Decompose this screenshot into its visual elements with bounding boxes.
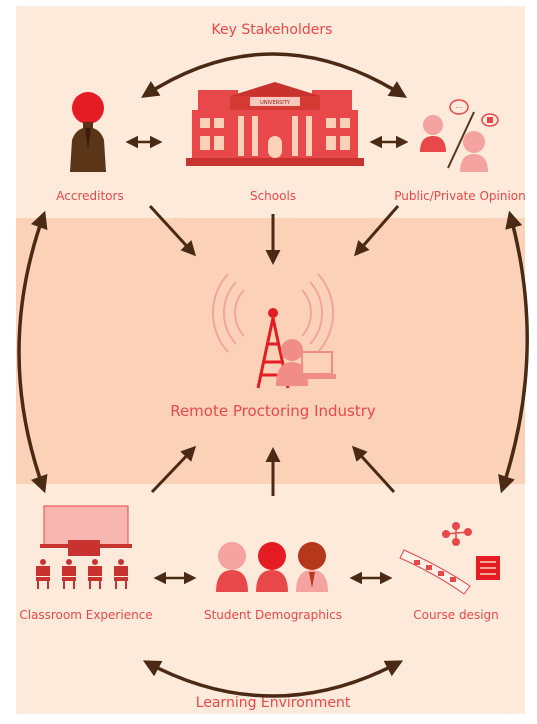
- right-side-arrow: [498, 210, 529, 494]
- remote-proctoring-label: Remote Proctoring Industry: [170, 402, 376, 420]
- university-building-icon: UNIVERSITY: [186, 82, 364, 166]
- demographics-label: Student Demographics: [204, 608, 342, 622]
- industry-band: [16, 218, 525, 484]
- course-design-icon: [399, 522, 500, 595]
- opinion-to-industry-arrow: [354, 205, 400, 257]
- laptop-icon: [298, 351, 336, 379]
- accreditors-to-industry-arrow: [148, 204, 197, 257]
- proctor-person-icon: [276, 339, 308, 386]
- svg-text:···: ···: [456, 104, 463, 112]
- classroom-label: Classroom Experience: [19, 608, 152, 622]
- classroom-to-industry-arrow: [150, 445, 197, 494]
- environment-arc-arrow: [142, 660, 404, 698]
- students-icon: [216, 542, 328, 592]
- left-side-arrow: [17, 210, 48, 494]
- key-stakeholders-label: Key Stakeholders: [212, 22, 333, 38]
- opinion-people-icon: ···: [420, 99, 499, 172]
- radio-tower-icon: [211, 273, 335, 389]
- schools-label: Schools: [250, 189, 296, 203]
- course-design-label: Course design: [413, 608, 499, 622]
- stakeholders-arc-arrow: [141, 52, 407, 98]
- opinion-label: Public/Private Opinion: [394, 189, 526, 203]
- person-icon: [70, 92, 106, 172]
- university-sign-text: UNIVERSITY: [260, 100, 291, 106]
- learning-environment-label: Learning Environment: [196, 695, 351, 711]
- course-to-industry-arrow: [351, 445, 396, 494]
- accreditors-label: Accreditors: [56, 189, 123, 203]
- speech-bubble-icon: ···: [449, 99, 469, 115]
- speech-bubble-icon: [481, 113, 499, 127]
- classroom-icon: [36, 505, 132, 589]
